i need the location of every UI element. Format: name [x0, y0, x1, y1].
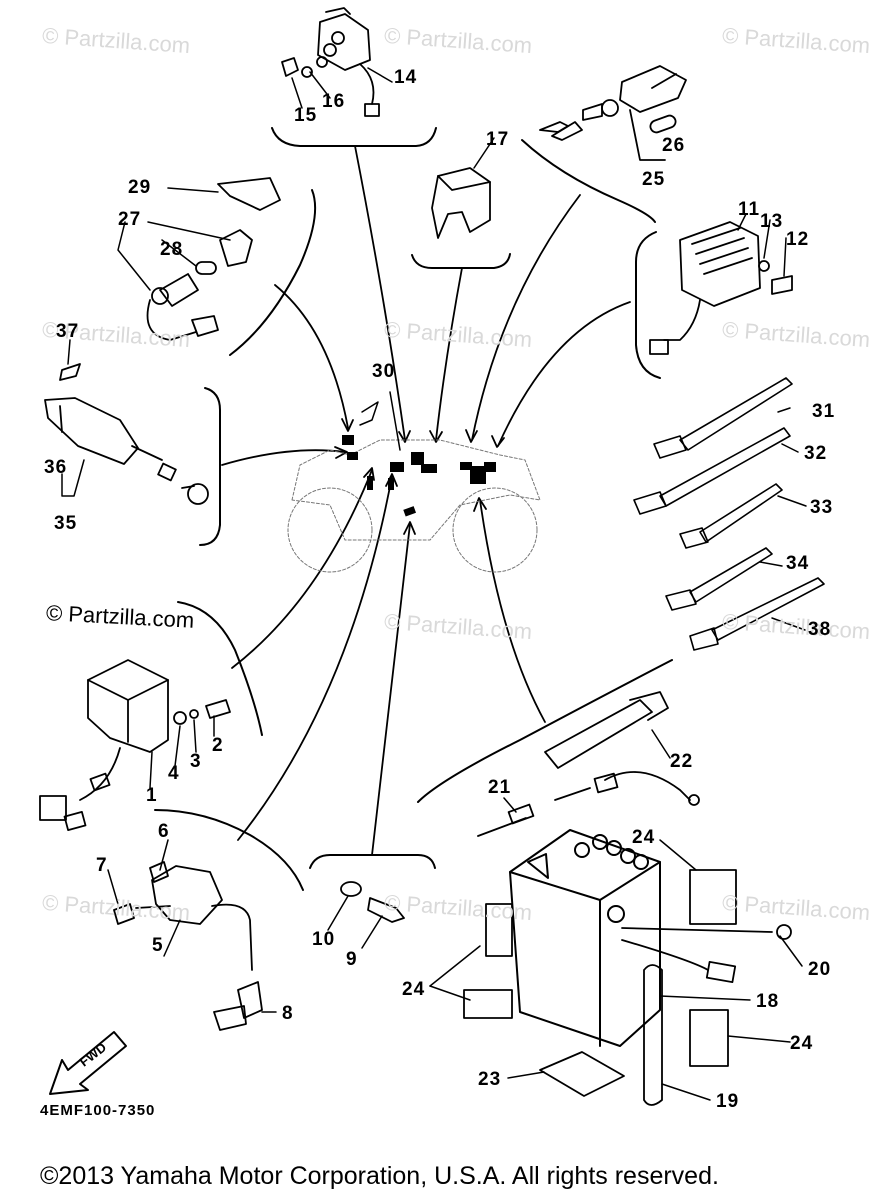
callout-4: 4 [168, 763, 180, 784]
callout-33: 33 [810, 497, 834, 518]
callout-7: 7 [96, 855, 108, 876]
callout-18: 18 [756, 991, 780, 1012]
callout-12: 12 [786, 229, 810, 250]
switch-27-28-29 [146, 177, 281, 341]
callout-38: 38 [808, 619, 832, 640]
callout-17: 17 [486, 129, 510, 150]
callout-31: 31 [812, 401, 836, 422]
callout-30: 30 [372, 361, 396, 382]
callout-1: 1 [146, 785, 158, 806]
rectifier-11 [649, 221, 793, 355]
callout-11: 11 [738, 199, 761, 220]
battery-leads [477, 691, 700, 837]
callout-5: 5 [152, 935, 164, 956]
callout-10: 10 [312, 929, 336, 950]
callout-35: 35 [54, 513, 78, 534]
callout-6: 6 [158, 821, 170, 842]
cdi-unit [39, 659, 231, 831]
callout-15: 15 [294, 105, 318, 126]
callout-28: 28 [160, 239, 184, 260]
callout-25: 25 [642, 169, 666, 190]
callout-3: 3 [190, 751, 202, 772]
callout-2: 2 [212, 735, 224, 756]
group-brackets [154, 127, 673, 891]
callout-16: 16 [322, 91, 346, 112]
cable-bands [633, 377, 825, 651]
callout-24: 24 [790, 1033, 814, 1054]
callout-14: 14 [394, 67, 418, 88]
callout-20: 20 [808, 959, 832, 980]
fwd-arrow-icon [49, 1031, 127, 1095]
callout-8: 8 [282, 1003, 294, 1024]
callout-19: 19 [716, 1091, 740, 1112]
callout-21: 21 [488, 777, 512, 798]
copyright-notice: ©2013 Yamaha Motor Corporation, U.S.A. A… [40, 1162, 719, 1190]
callout-leaders [61, 67, 807, 1101]
callout-36: 36 [44, 457, 68, 478]
vehicle-handlebar [359, 401, 379, 426]
callout-9: 9 [346, 949, 358, 970]
diagram-code: 4EMF100-7350 [40, 1102, 156, 1119]
vehicle-component-markers [342, 435, 496, 517]
callout-37: 37 [56, 321, 80, 342]
leader-lines [221, 145, 631, 856]
callout-27: 27 [118, 209, 142, 230]
callout-34: 34 [786, 553, 810, 574]
main-switch [44, 363, 209, 505]
callout-13: 13 [760, 211, 784, 232]
sender-9-10 [340, 881, 405, 923]
relay-assembly [281, 7, 380, 117]
callout-26: 26 [662, 135, 686, 156]
callout-23: 23 [478, 1069, 502, 1090]
callout-29: 29 [128, 177, 152, 198]
battery [509, 829, 661, 1047]
atv-outline [287, 439, 541, 573]
callout-24: 24 [402, 979, 426, 1000]
callout-22: 22 [670, 751, 694, 772]
callout-24: 24 [632, 827, 656, 848]
cover-17 [431, 167, 491, 239]
battery-pads [463, 869, 737, 1097]
callout-32: 32 [804, 443, 828, 464]
battery-cables [621, 924, 792, 1106]
sensor-25-26 [539, 65, 687, 161]
ignition-coil [113, 861, 263, 1031]
